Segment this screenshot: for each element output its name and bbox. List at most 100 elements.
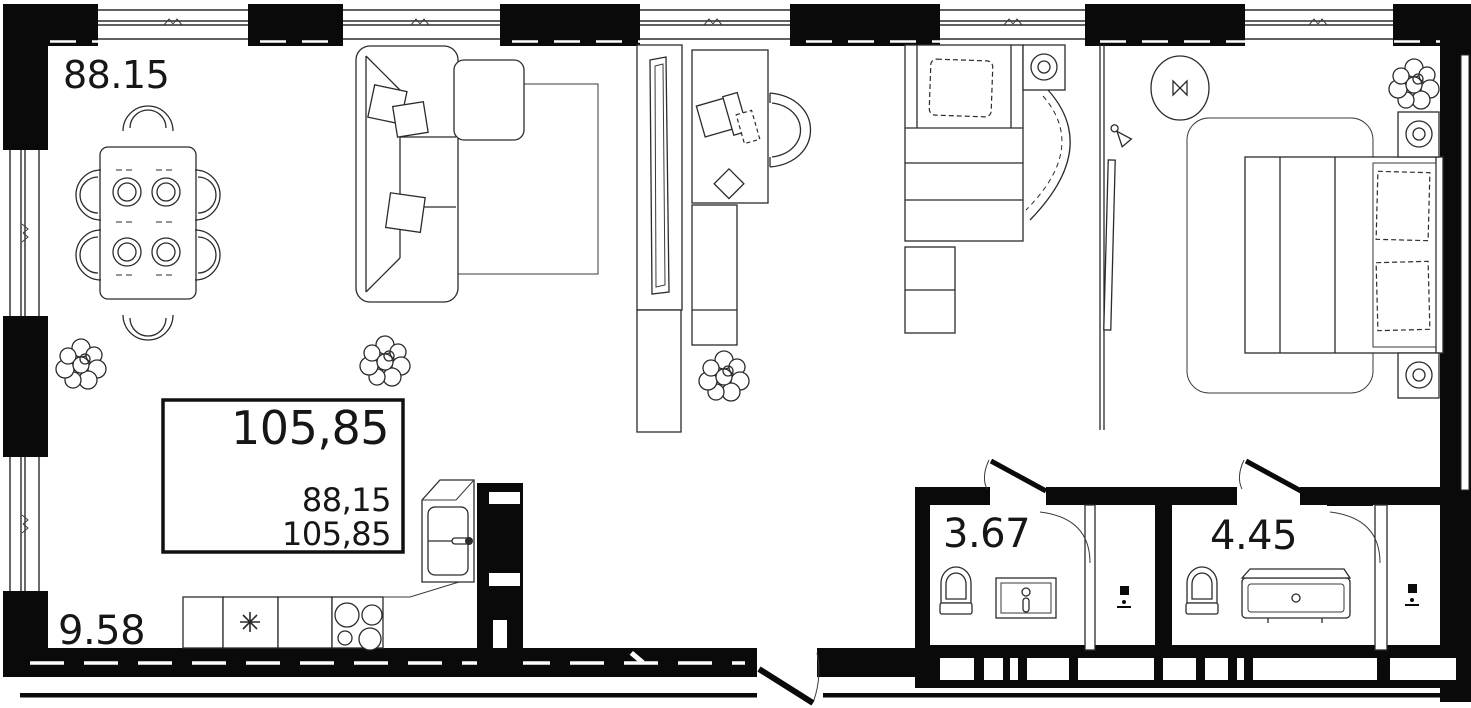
- wall-segment: [915, 487, 990, 505]
- area-summary-box: 105,85 88,15 105,85: [161, 398, 405, 554]
- window-opening-mark: [163, 18, 183, 26]
- window-opening-mark: [1003, 18, 1023, 26]
- window-opening-mark: [703, 18, 723, 26]
- terrace-edge-line: [823, 693, 1458, 698]
- bathroom1: [939, 566, 1131, 619]
- bathroom1-area-label: 3.67: [943, 511, 1030, 557]
- counter-segment: [277, 596, 333, 649]
- sofa-pillow: [384, 192, 426, 234]
- bed-pillow: [1375, 170, 1431, 242]
- door-swing-arc: [1329, 511, 1381, 564]
- single-bed: [904, 44, 1024, 242]
- vanity-sink: [995, 577, 1057, 619]
- closet-wall: [1099, 45, 1105, 430]
- tv-cabinet: [636, 309, 682, 433]
- dining-table: [99, 146, 197, 300]
- living-area-label: 88.15: [63, 53, 169, 97]
- tv-screen: [654, 63, 666, 288]
- sofa-cushion-lines: [365, 55, 456, 293]
- plates: [112, 169, 181, 276]
- curved-partition-inner: [1025, 95, 1063, 211]
- desk-item: [713, 167, 745, 200]
- window-opening-mark: [410, 18, 430, 26]
- wall-pillar: [1085, 4, 1245, 46]
- wall-segment: [1046, 487, 1160, 505]
- dining-chair: [194, 169, 221, 221]
- door-leaf: [1244, 458, 1303, 494]
- sofa-pillow: [391, 100, 429, 138]
- bed-lines: [905, 45, 1023, 201]
- wall-pillar: [3, 4, 48, 150]
- wall-segment: [1155, 487, 1172, 650]
- top-window-glazing: [6, 9, 1466, 40]
- entrance-door: [757, 652, 820, 706]
- wall-notches: [940, 658, 1456, 680]
- desk-chair: [769, 92, 812, 168]
- bedroom2-zone: [1186, 111, 1444, 399]
- round-table: [1150, 55, 1210, 121]
- door-swing-arc: [1039, 511, 1091, 564]
- bedroom1-zone: [904, 44, 1210, 430]
- entrance-door-swing: [813, 652, 820, 701]
- plant-icon: [55, 338, 107, 390]
- lamp-icon: [1405, 120, 1433, 148]
- counter-corner: [383, 581, 460, 598]
- hanger-icon: [1110, 124, 1133, 148]
- kitchen-zone: [182, 479, 475, 651]
- wall-pillar: [3, 316, 48, 457]
- pillow-zone: [1372, 162, 1437, 348]
- door-swing: [1238, 459, 1245, 490]
- outlet-symbol: [1117, 586, 1131, 608]
- bed-pillow: [928, 58, 994, 118]
- lintel: [1327, 498, 1373, 506]
- curved-partition: [1029, 89, 1071, 221]
- area-detail-1: 88,15: [302, 481, 391, 519]
- toilet-icon: [1185, 566, 1219, 615]
- right-window-slot: [1460, 54, 1470, 491]
- shaft-notch: [493, 620, 507, 648]
- wall-pillar: [248, 4, 343, 46]
- laptop: [695, 91, 761, 145]
- bed-pillow: [1375, 260, 1431, 332]
- total-area-value: 105,85: [231, 401, 389, 455]
- terrace-edge-line: [20, 693, 757, 698]
- utility-shaft: [477, 483, 523, 676]
- dining-chair: [122, 105, 174, 132]
- right-wall: [1440, 4, 1471, 702]
- lamp-icon: [1405, 361, 1433, 389]
- sofa-zone: [355, 45, 599, 303]
- window-opening-mark: [1308, 18, 1328, 26]
- sideboard: [691, 204, 738, 346]
- plant-icon: [1388, 58, 1440, 110]
- shaft-notch: [489, 492, 520, 504]
- dining-chair: [194, 229, 221, 281]
- plant-icon: [698, 350, 750, 402]
- dining-chair: [75, 229, 102, 281]
- shaft-notch: [489, 573, 520, 586]
- left-wall-pillars: [3, 4, 48, 677]
- bottom-wall: [8, 645, 1460, 698]
- kitchen-area-label: 9.58: [58, 608, 145, 654]
- toilet-icon: [939, 566, 973, 615]
- bathroom-block-walls: [915, 458, 1445, 651]
- exterior-walls: [3, 4, 1471, 706]
- dining-chair: [122, 314, 174, 341]
- counter-segment: [182, 596, 224, 649]
- tv: [649, 56, 670, 295]
- wall-segment: [817, 648, 915, 677]
- summary-box-frame: [161, 398, 405, 554]
- wall-pillar: [500, 4, 640, 46]
- bathroom1-door: [983, 458, 1091, 564]
- entrance-door-leaf: [757, 666, 815, 706]
- tv-desk-zone: [636, 44, 812, 433]
- sofa-body: [355, 45, 459, 303]
- wall-segment: [1160, 487, 1237, 505]
- top-wall-pillars: [3, 4, 1468, 46]
- bathroom2: [1185, 566, 1419, 623]
- bathroom2-door: [1238, 458, 1381, 564]
- sofa-chaise: [453, 59, 525, 141]
- plant-icon: [359, 335, 411, 387]
- partition-wall: [1084, 504, 1096, 651]
- bathroom2-area-label: 4.45: [1210, 513, 1297, 559]
